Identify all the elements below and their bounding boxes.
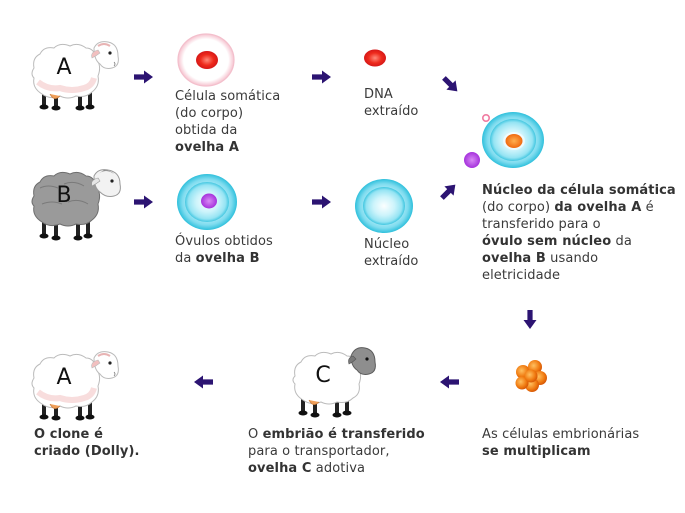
enucleated-egg-icon [355,179,413,233]
label-bold-text: ovelha B [482,251,546,266]
label-line: extraído [364,103,454,120]
label-line: ovelha C adotiva [248,460,448,477]
sheep-a-icon: A [28,38,124,112]
label-line: Núcleo da célula somática [482,182,682,199]
label-text: eletricidade [482,268,561,283]
nucleus-label: Núcleo extraído [364,236,454,270]
arrow-right-icon [134,70,153,84]
arrow-right-icon [312,70,331,84]
label-text: Célula somática [175,89,281,104]
label-text: Núcleo [364,237,410,252]
sheep-b-letter: B [56,183,71,208]
label-bold-text: ovelha A [175,140,240,155]
label-line: obtida da [175,122,305,139]
label-text: transferido para o [482,217,601,232]
arrow-diagonal-down-icon [439,73,462,96]
sheep-clone-letter: A [56,365,71,390]
somatic-cell-label: Célula somática (do corpo) obtida da ovelha… [175,88,305,156]
arrow-right-icon [134,195,153,209]
label-text: usando [545,251,599,266]
label-bold-text: ovelha B [195,251,260,266]
label-line: As células embrionárias [482,426,682,443]
label-text: (do corpo) [482,200,555,215]
transfer-label: Núcleo da célula somática(do corpo) da o… [482,182,682,284]
label-text: extraído [364,104,419,119]
label-bold-text: ovelha C [248,461,312,476]
label-line: da ovelha B [175,250,315,267]
label-line: transferido para o [482,216,682,233]
label-text: para o transportador, [248,444,390,459]
embryo-icon [515,360,547,392]
label-text: O [248,427,263,442]
label-bold-text: embrião é transferido [262,427,425,442]
label-line: eletricidade [482,267,682,284]
arrow-right-icon [312,195,331,209]
sheep-c-letter: C [315,363,330,388]
label-line: se multiplicam [482,443,682,460]
label-line: Núcleo [364,236,454,253]
label-text: da [175,251,196,266]
label-bold-text: criado (Dolly). [34,444,140,459]
label-bold-text: óvulo sem núcleo [482,234,612,249]
label-text: (do corpo) [175,106,244,121]
oocyte-icon [177,174,237,230]
label-line: O embrião é transferido [248,426,448,443]
label-bold-text: da ovelha A [554,200,642,215]
label-line: para o transportador, [248,443,448,460]
label-line: ovelha B usando [482,250,682,267]
arrow-diagonal-up-icon [437,180,460,203]
sheep-a-letter: A [56,55,71,80]
label-line: DNA [364,86,454,103]
label-text: DNA [364,87,393,102]
label-text: obtida da [175,123,238,138]
label-bold-text: se multiplicam [482,444,591,459]
label-line: ovelha A [175,139,305,156]
clone-label: O clone é criado (Dolly). [34,426,184,460]
label-line: O clone é [34,426,184,443]
label-line: óvulo sem núcleo da [482,233,682,250]
arrow-down-icon [523,310,537,329]
label-line: (do corpo) [175,105,305,122]
sheep-c-icon: C [292,347,376,418]
multiply-label: As células embrionárias se multiplicam [482,426,682,460]
label-bold-text: O clone é [34,427,103,442]
arrow-left-icon [194,375,213,389]
label-line: (do corpo) da ovelha A é [482,199,682,216]
label-text: As células embrionárias [482,427,640,442]
somatic-cell-icon [177,33,235,87]
arrow-left-icon [440,375,459,389]
label-text: Óvulos obtidos [175,234,273,249]
label-text: da [611,234,632,249]
label-text: extraído [364,254,419,269]
dna-label: DNA extraído [364,86,454,120]
label-line: Óvulos obtidos [175,233,315,250]
label-line: Célula somática [175,88,305,105]
sheep-clone-icon: A [28,348,124,422]
label-bold-text: Núcleo da célula somática [482,183,676,198]
label-line: criado (Dolly). [34,443,184,460]
label-text: é [641,200,654,215]
sheep-b-icon: B [31,169,121,241]
merged-cell-icon [464,112,544,168]
label-text: adotiva [311,461,366,476]
label-line: extraído [364,253,454,270]
dna-icon [364,49,386,67]
